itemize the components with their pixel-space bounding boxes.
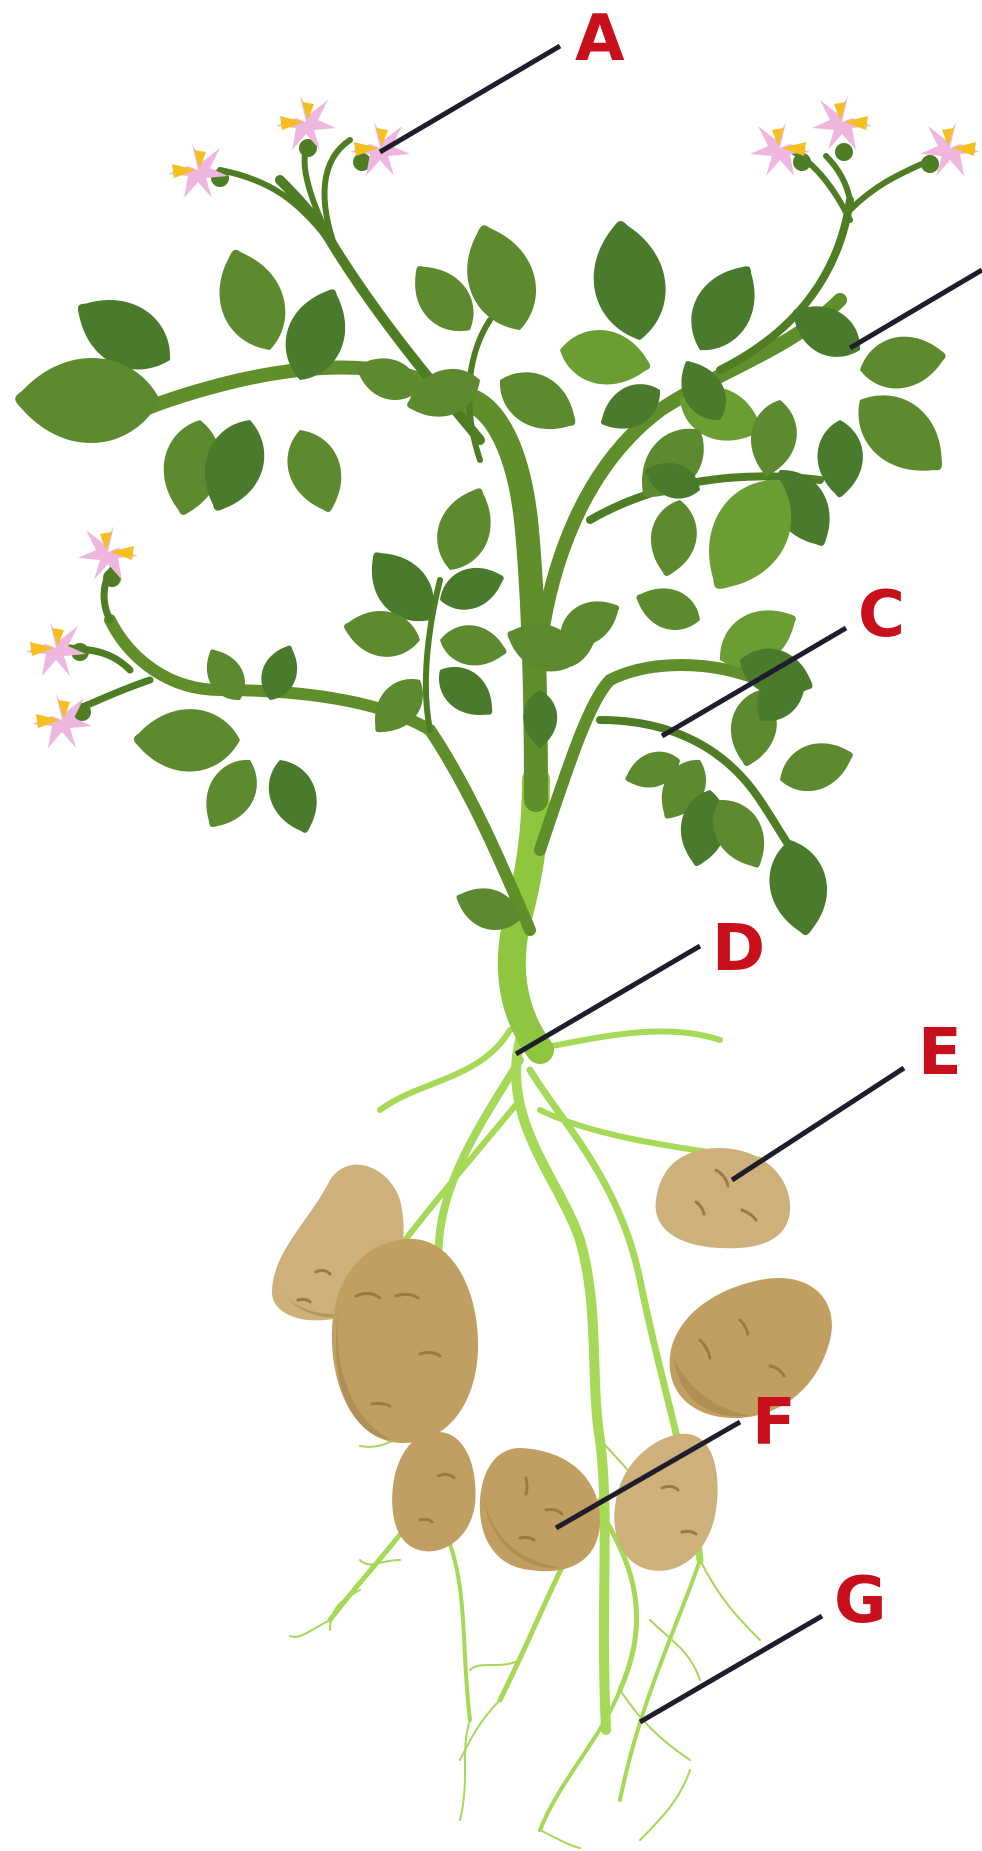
label-e: E — [732, 1016, 962, 1180]
tuber-bottom-left — [392, 1432, 475, 1551]
flower — [920, 122, 980, 176]
label-f-text: F — [752, 1386, 796, 1460]
flower — [276, 96, 336, 157]
tuber-middle-right — [670, 1278, 832, 1418]
label-a: A — [380, 2, 625, 152]
tuber-large-left — [332, 1239, 478, 1443]
label-c-text: C — [858, 578, 905, 652]
leader-line-e — [732, 1068, 904, 1180]
flower — [812, 96, 872, 161]
flower — [26, 622, 89, 676]
label-b — [850, 270, 982, 348]
label-e-text: E — [918, 1016, 962, 1090]
label-g: G — [640, 1564, 887, 1722]
label-d-text: D — [712, 912, 765, 986]
leader-line-b — [850, 270, 982, 348]
flower — [750, 122, 811, 176]
flower — [32, 694, 92, 748]
leader-line-g — [640, 1616, 822, 1722]
flower — [350, 122, 410, 176]
label-g-text: G — [834, 1564, 887, 1638]
leader-line-a — [380, 46, 560, 152]
label-a-text: A — [575, 2, 625, 76]
flower — [168, 144, 229, 198]
tuber-center — [480, 1448, 600, 1571]
tubers — [272, 1148, 832, 1571]
tuber-upper-right — [656, 1148, 790, 1248]
flower — [78, 526, 138, 587]
